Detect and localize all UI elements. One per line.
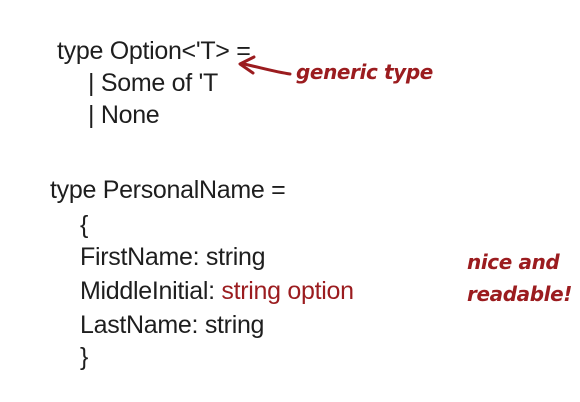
middleinitial-type: string option [221, 277, 354, 305]
firstname-field: FirstName: string [80, 243, 266, 271]
lastname-field: LastName: string [80, 311, 265, 339]
generic-type-annotation: generic type [296, 60, 433, 84]
middleinitial-label: MiddleInitial: [80, 277, 222, 305]
personalname-type-declaration: type PersonalName = [50, 176, 286, 204]
option-some-case: | Some of 'T [88, 69, 218, 97]
nice-and-annotation: nice and [467, 250, 560, 274]
record-close-brace: } [80, 343, 89, 371]
readable-annotation: readable! [467, 282, 572, 306]
option-none-case: | None [88, 101, 160, 129]
option-type-declaration: type Option<'T> = [57, 37, 251, 65]
middleinitial-field: MiddleInitial: string option [80, 276, 354, 306]
record-open-brace: { [80, 211, 89, 239]
